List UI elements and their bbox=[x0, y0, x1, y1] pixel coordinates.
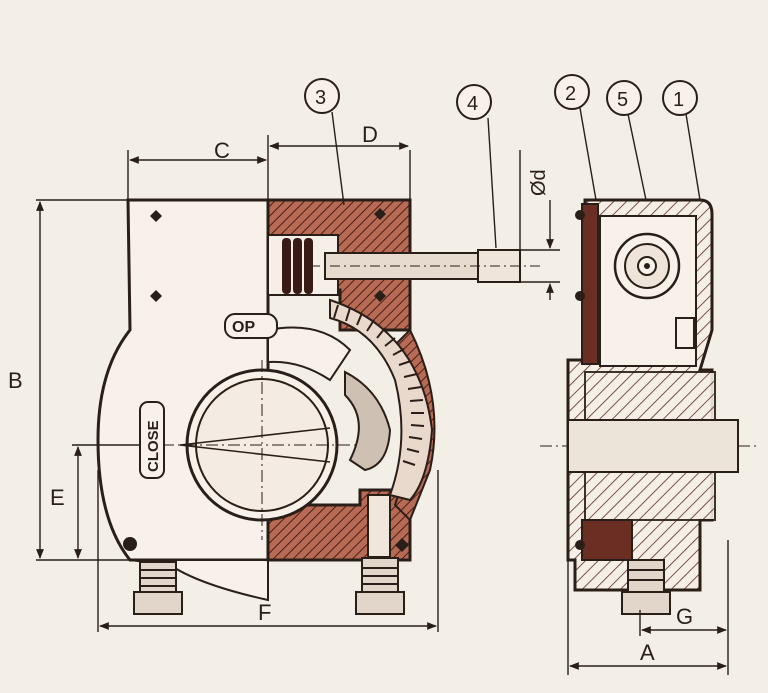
fastener-marks bbox=[123, 208, 409, 552]
mounting-stud-right bbox=[355, 494, 405, 615]
balloon-4-text: 4 bbox=[467, 93, 478, 115]
close-label: CLOSE bbox=[139, 401, 165, 479]
balloon-5-text: 5 bbox=[617, 89, 628, 111]
balloon-1-text: 1 bbox=[673, 89, 684, 111]
balloon-2-text: 2 bbox=[565, 83, 576, 105]
gear-teeth bbox=[333, 304, 425, 466]
worm-coils bbox=[282, 238, 313, 294]
open-label: OP bbox=[224, 313, 278, 339]
quadrant-slot bbox=[344, 370, 392, 472]
dim-label-d: D bbox=[362, 122, 378, 147]
side-stud bbox=[621, 559, 671, 615]
side-left-dark bbox=[581, 203, 599, 365]
side-bore-overlay bbox=[567, 419, 739, 473]
side-key bbox=[675, 317, 695, 349]
dim-label-g: G bbox=[676, 604, 693, 629]
worm-gear-sector bbox=[329, 298, 434, 502]
side-view bbox=[540, 198, 760, 615]
front-view: OP CLOSE bbox=[96, 198, 540, 615]
dim-label-e: E bbox=[50, 485, 65, 510]
quadrant-arm bbox=[267, 326, 352, 382]
balloon-1: 1 bbox=[662, 80, 698, 116]
close-label-text: CLOSE bbox=[145, 420, 162, 472]
mounting-stud-left bbox=[133, 561, 183, 615]
balloon-3: 3 bbox=[304, 78, 340, 114]
balloon-2: 2 bbox=[554, 74, 590, 110]
dim-label-f: F bbox=[258, 600, 271, 625]
dim-label-c: C bbox=[214, 138, 230, 163]
open-label-text: OP bbox=[232, 319, 255, 336]
dim-label-od: Ød bbox=[528, 169, 550, 196]
balloon-5: 5 bbox=[606, 80, 642, 116]
balloon-4: 4 bbox=[456, 84, 492, 120]
dim-label-b: B bbox=[8, 368, 23, 393]
dimension-lines bbox=[36, 107, 729, 675]
balloon-3-text: 3 bbox=[315, 87, 326, 109]
indicator-pointer bbox=[179, 427, 331, 463]
dim-label-a: A bbox=[640, 640, 655, 665]
side-bottom-dark bbox=[581, 519, 633, 561]
